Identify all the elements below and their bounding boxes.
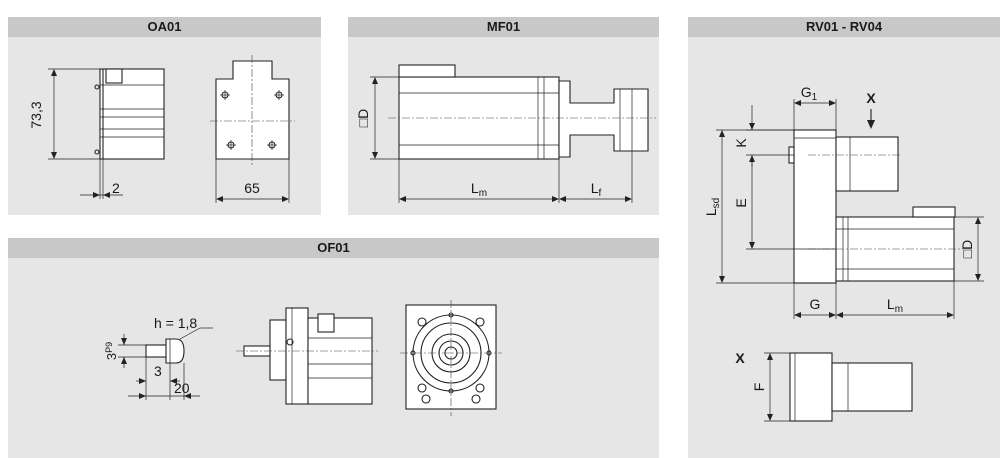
mf01-dim-lf: Lf <box>591 180 602 199</box>
oa01-dim-height: 73,3 <box>28 101 44 128</box>
drawing-of01: h = 1,8 3P9 3 20 <box>104 300 502 416</box>
drawing-mf01: □D Lm Lf <box>355 64 656 203</box>
panel-title-mf01: MF01 <box>348 17 659 37</box>
rv-dim-k: K <box>733 138 749 148</box>
panel-title-of01: OF01 <box>8 238 659 258</box>
mf01-dim-square: □D <box>355 109 371 128</box>
mf01-flange <box>558 80 649 158</box>
rv-dim-lsd: Lsd <box>703 198 722 216</box>
oa01-dim-small: 2 <box>112 180 120 196</box>
oa01-front-view <box>210 55 295 165</box>
panel-title-oa01: OA01 <box>8 17 321 37</box>
rv-dim-g1: G1 <box>801 84 818 103</box>
oa01-dim-width: 65 <box>244 180 260 196</box>
rv-dim-square: □D <box>959 240 975 259</box>
rv-label-x-top: X <box>866 90 876 106</box>
oa01-side-view <box>94 68 165 160</box>
panel-oa01: OA01 73,3 2 <box>8 17 321 215</box>
rv-dim-g: G <box>810 296 821 312</box>
panel-title-rv: RV01 - RV04 <box>688 17 1000 37</box>
mf01-dim-lm: Lm <box>471 180 487 199</box>
panel-mf01: MF01 □D Lm L <box>348 17 659 215</box>
mf01-motor-body <box>398 64 560 160</box>
of01-dim-three: 3 <box>154 363 162 379</box>
of01-dim-h: h = 1,8 <box>154 315 197 331</box>
rv-view-x <box>789 352 913 422</box>
of01-dim-keyway: 3P9 <box>104 342 119 360</box>
of01-side-view <box>243 307 373 405</box>
drawing-rv: G1 X K E Lsd □D <box>703 84 984 422</box>
of01-dim-twenty: 20 <box>174 380 190 396</box>
panel-of01: OF01 h = 1,8 3P9 3 20 <box>8 238 659 458</box>
rv-dim-e: E <box>733 198 749 207</box>
panel-rv: RV01 - RV04 G1 X <box>688 17 1000 458</box>
rv-dim-lm: Lm <box>887 296 903 315</box>
rv-gearbox <box>788 129 956 284</box>
rv-label-x-bottom: X <box>735 350 745 366</box>
rv-dim-f: F <box>751 383 767 392</box>
drawing-oa01: 73,3 2 65 <box>28 55 295 203</box>
of01-shaft-detail <box>145 338 185 364</box>
